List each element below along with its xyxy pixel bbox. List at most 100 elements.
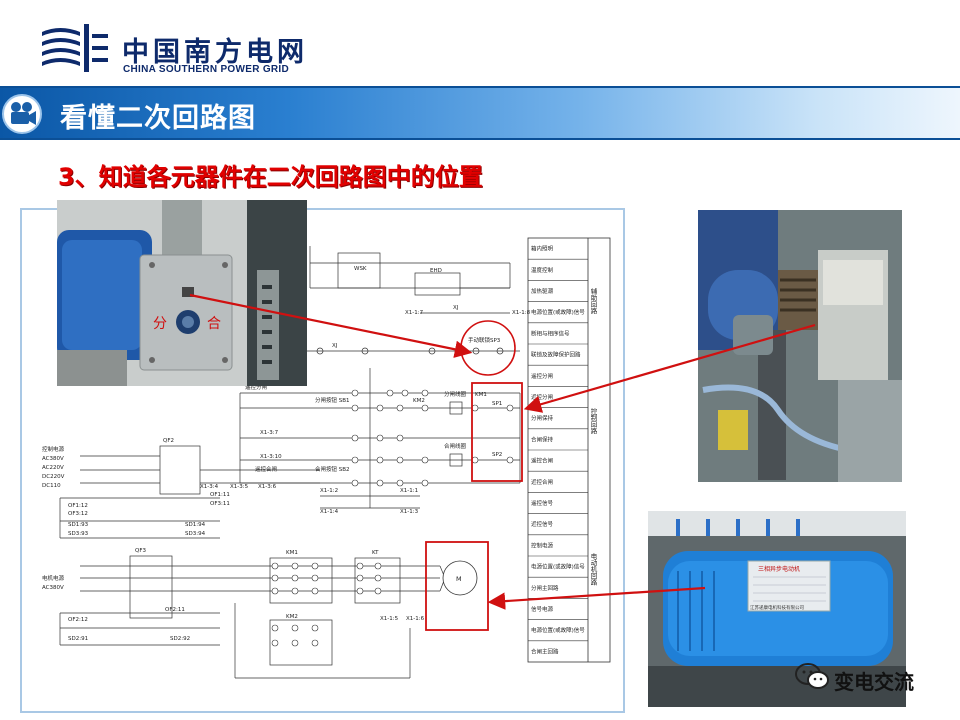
terminal-node	[271, 639, 279, 647]
label-of2-11: OF2:11	[165, 607, 185, 613]
label-x1-3-4: X1-3:4	[200, 484, 219, 490]
table-row-label: 合闸主回路	[531, 647, 559, 655]
aux-circuit	[309, 246, 511, 314]
label-x1-1-8: X1-1:8	[512, 310, 531, 316]
terminal-node	[386, 389, 394, 397]
terminal-node	[376, 479, 384, 487]
terminal-node	[376, 434, 384, 442]
terminal-node	[351, 389, 359, 397]
label-ac380: AC380V	[42, 456, 64, 462]
title-bar-top-rule	[0, 86, 960, 88]
label-close-btn: 合闸按钮 SB2	[315, 465, 350, 473]
table-row-label: 电源位置(或故障)信号	[531, 308, 585, 316]
label-sp1: SP1	[492, 401, 502, 407]
label-motor-power: 电机电源	[42, 574, 65, 582]
terminal-node	[271, 624, 279, 632]
label-x1-3-10: X1-3:10	[260, 454, 282, 460]
table-row-label: 分闸主回路	[531, 584, 559, 592]
label-ehd: EHD	[430, 268, 442, 274]
table-row-label: 遥控信号	[531, 499, 554, 507]
label-remote-close: 遥控合闸	[255, 465, 277, 473]
terminal-node	[311, 639, 319, 647]
label-x1-1-3: X1-1:3	[400, 509, 419, 515]
table-row-label: 近控信号	[531, 520, 554, 528]
terminal-node	[374, 562, 382, 570]
label-qf3: QF3	[135, 548, 146, 554]
label-km2: KM2	[413, 398, 425, 404]
switch-label-close: 合	[207, 316, 221, 332]
label-remote-open: 遥控分闸	[245, 383, 267, 391]
label-ac380v: AC380V	[42, 585, 64, 591]
terminal-node	[396, 479, 404, 487]
terminal-node	[356, 574, 364, 582]
side-label-motor: 电动机回路	[589, 552, 597, 587]
terminal-node	[421, 479, 429, 487]
label-qf2: QF2	[163, 438, 174, 444]
label-x1-3-7: X1-3:7	[260, 430, 279, 436]
logo-name-en: CHINA SOUTHERN POWER GRID	[123, 64, 290, 75]
table-row-label: 箱内照明	[531, 245, 554, 253]
logo-name-cn: 中国南方电网	[122, 37, 308, 68]
watermark-text: 变电交流	[834, 670, 914, 694]
table-row-label: 遥控分闸	[531, 372, 553, 380]
watermark: 变电交流	[790, 660, 940, 696]
label-sd2-91: SD2:91	[68, 636, 88, 642]
callout-box-motor	[425, 541, 489, 631]
photo-motor-switch: 分 合	[57, 200, 307, 386]
terminal-node	[351, 434, 359, 442]
switch-label-open: 分	[153, 316, 167, 332]
terminal-node	[311, 574, 319, 582]
terminal-node	[351, 479, 359, 487]
wechat-icon	[795, 663, 829, 689]
side-label-aux: 辅助回路	[589, 287, 597, 316]
terminal-node	[376, 456, 384, 464]
table-row-label: 近控分闸	[531, 393, 553, 401]
table-side-labels: 辅助回路 控制回路 电动机回路	[589, 287, 597, 587]
label-of3-11: OF3:11	[210, 501, 230, 507]
label-open-btn: 分闸按钮 SB1	[315, 396, 350, 404]
camera-badge	[2, 94, 42, 134]
label-x1-1-2: X1-1:2	[320, 488, 338, 494]
label-of1-12: OF1:12	[68, 503, 88, 509]
title-bar-bottom-rule	[0, 138, 960, 140]
label-x1-1-1: X1-1:1	[400, 488, 418, 494]
label-manual-lock: 手动联锁SP3	[468, 336, 501, 344]
label-x1-1-5: X1-1:5	[380, 616, 399, 622]
label-x1-3-6: X1-3:6	[258, 484, 277, 490]
label-open-coil: 分闸线圈	[444, 390, 467, 398]
terminal-node	[271, 562, 279, 570]
slide-title: 看懂二次回路图	[60, 103, 256, 134]
terminal-node	[506, 404, 514, 412]
photo-aux-switch	[698, 210, 902, 482]
terminal-node	[396, 434, 404, 442]
terminal-node	[374, 574, 382, 582]
table-row-label: 合闸保持	[531, 435, 554, 443]
terminal-node	[311, 562, 319, 570]
label-dc110: DC110	[42, 483, 61, 489]
label-x1-3-5: X1-3:5	[230, 484, 249, 490]
terminal-node	[311, 624, 319, 632]
label-dc220: DC220V	[42, 474, 65, 480]
label-km1-motor: KM1	[286, 550, 298, 556]
label-sp2: SP2	[492, 452, 502, 458]
label-x1-1-4: X1-1:4	[320, 509, 339, 515]
label-of2-12: OF2:12	[68, 617, 88, 623]
terminal-node	[271, 587, 279, 595]
label-sd1-93: SD1:93	[68, 522, 89, 528]
label-xj2: XJ	[332, 343, 338, 349]
terminal-node	[421, 389, 429, 397]
terminal-node	[291, 587, 299, 595]
table-row-label: 联锁及故障保护回路	[531, 351, 581, 359]
table-row-label: 加热驱潮	[531, 287, 554, 295]
table-row-label: 信号电源	[531, 605, 554, 613]
terminal-node	[291, 574, 299, 582]
nameplate-maker: 江苏递康电机科技有限公司	[750, 604, 804, 611]
label-wsk: WSK	[354, 266, 367, 272]
control-terminals	[351, 389, 514, 487]
terminal-node	[291, 624, 299, 632]
motor-terminals	[271, 562, 382, 647]
terminal-node	[271, 574, 279, 582]
label-sd3-94: SD3:94	[185, 531, 206, 537]
terminal-node	[351, 456, 359, 464]
terminal-node	[506, 456, 514, 464]
